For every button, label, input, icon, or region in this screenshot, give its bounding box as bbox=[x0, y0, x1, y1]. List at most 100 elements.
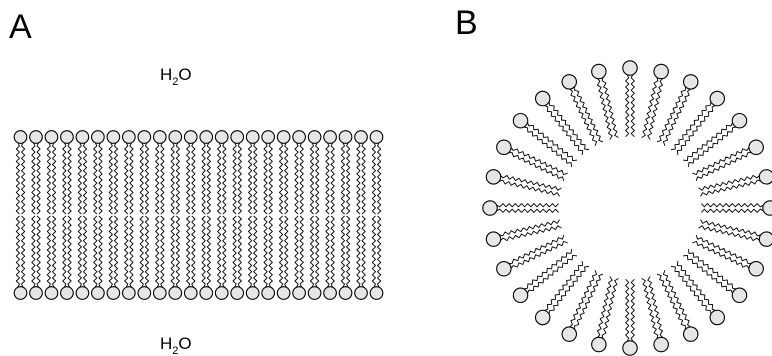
lipid-head bbox=[591, 336, 607, 353]
lipid-tail bbox=[641, 77, 659, 138]
lipid-tail bbox=[175, 215, 180, 288]
lipid-tail bbox=[695, 152, 752, 182]
lipid-head bbox=[354, 286, 368, 300]
bilayer-lipid-upper bbox=[168, 130, 183, 215]
micelle-lipid bbox=[698, 169, 772, 197]
lipid-tail bbox=[217, 215, 222, 288]
lipid-tail bbox=[371, 142, 376, 215]
micelle-lipid bbox=[670, 90, 726, 156]
lipid-tail bbox=[700, 208, 764, 213]
lipid-tail bbox=[299, 215, 304, 288]
lipid-tail bbox=[175, 142, 180, 215]
lipid-tail bbox=[62, 142, 67, 215]
bilayer-lipid-upper bbox=[137, 130, 152, 215]
bilayer-lipid-lower bbox=[276, 215, 291, 300]
lipid-tail bbox=[596, 78, 613, 140]
bilayer-lipid-lower bbox=[323, 215, 337, 300]
lipid-head bbox=[682, 326, 699, 342]
lipid-head bbox=[591, 63, 607, 80]
bilayer-lipid-lower bbox=[292, 215, 306, 300]
lipid-head bbox=[485, 231, 502, 247]
lipid-tail bbox=[46, 142, 51, 215]
lipid-tail bbox=[647, 78, 664, 140]
lipid-tail bbox=[36, 215, 41, 288]
bilayer-lipid-upper bbox=[60, 130, 74, 215]
lipid-tail bbox=[682, 254, 733, 294]
micelle-lipid bbox=[534, 90, 590, 156]
lipid-head bbox=[758, 169, 772, 185]
lipid-tail bbox=[67, 215, 72, 288]
lipid-tail bbox=[108, 215, 113, 288]
lipid-tail bbox=[21, 215, 26, 288]
lipid-tail bbox=[186, 142, 191, 215]
lipid-tail bbox=[548, 266, 590, 315]
lipid-head bbox=[534, 309, 551, 326]
lipid-tail bbox=[527, 254, 578, 294]
lipid-head bbox=[338, 286, 353, 300]
lipid-head bbox=[653, 63, 669, 80]
lipid-tail bbox=[574, 273, 604, 330]
lipid-tail bbox=[294, 142, 299, 215]
bilayer-lipid-upper bbox=[214, 130, 229, 215]
lipid-tail bbox=[263, 142, 268, 215]
lipid-head bbox=[13, 130, 28, 144]
lipid-tail bbox=[248, 215, 253, 288]
lipid-tail bbox=[160, 215, 165, 288]
lipid-tail bbox=[237, 215, 242, 288]
micelle-lipid bbox=[692, 139, 764, 182]
lipid-tail bbox=[340, 142, 345, 215]
lipid-head bbox=[622, 340, 638, 356]
bilayer-lipid-lower bbox=[60, 215, 74, 300]
bilayer-lipid-upper bbox=[183, 130, 198, 215]
lipid-tail bbox=[698, 174, 760, 191]
lipid-head bbox=[230, 130, 245, 144]
lipid-head bbox=[44, 130, 59, 144]
lipid-tail bbox=[52, 215, 57, 288]
lipid-head bbox=[323, 286, 337, 300]
lipid-tail bbox=[510, 240, 568, 269]
lipid-tail bbox=[315, 142, 320, 215]
lipid-tail bbox=[232, 215, 237, 288]
lipid-tail bbox=[499, 179, 560, 197]
micelle-lipid bbox=[534, 260, 590, 326]
bilayer-lipid-lower bbox=[338, 215, 353, 300]
lipid-tail bbox=[676, 260, 716, 311]
bilayer-lipid-lower bbox=[230, 215, 245, 300]
lipid-head bbox=[75, 286, 90, 300]
bilayer-lipid-lower bbox=[13, 215, 28, 300]
lipid-tail bbox=[688, 248, 737, 290]
lipid-head bbox=[731, 287, 748, 304]
bilayer-lipid-upper bbox=[369, 130, 384, 215]
panel-a: A H2O H2O bbox=[9, 8, 384, 356]
lipid-head bbox=[307, 130, 322, 144]
lipid-head bbox=[214, 130, 229, 144]
bilayer-lipid-lower bbox=[29, 215, 43, 300]
lipid-head bbox=[496, 260, 512, 277]
lipid-head bbox=[122, 130, 136, 144]
lipid-head bbox=[75, 130, 90, 144]
lipid-tail bbox=[325, 142, 330, 215]
lipid-head bbox=[323, 130, 337, 144]
lipid-head bbox=[534, 90, 551, 107]
lipid-tail bbox=[647, 276, 664, 338]
lipid-tail bbox=[144, 215, 149, 288]
lipid-tail bbox=[253, 215, 258, 288]
lipid-tail bbox=[93, 215, 98, 288]
lipid-tail bbox=[692, 240, 750, 269]
lipid-tail bbox=[656, 273, 686, 330]
lipid-tail bbox=[113, 215, 119, 288]
lipid-tail bbox=[574, 86, 604, 143]
lipid-head bbox=[561, 326, 578, 342]
micelle-lipid bbox=[512, 112, 578, 168]
lipid-head bbox=[168, 130, 183, 144]
lipid-tail bbox=[124, 142, 129, 215]
micelle-lipid bbox=[512, 248, 578, 304]
lipid-tail bbox=[695, 234, 752, 264]
bilayer-lipid-lower bbox=[152, 215, 167, 300]
lipid-head bbox=[261, 286, 276, 300]
lipid-tail bbox=[371, 215, 376, 288]
lipid-tail bbox=[278, 142, 284, 215]
lipid-tail bbox=[98, 142, 103, 215]
lipid-head bbox=[122, 286, 136, 300]
lipid-head bbox=[622, 60, 638, 76]
